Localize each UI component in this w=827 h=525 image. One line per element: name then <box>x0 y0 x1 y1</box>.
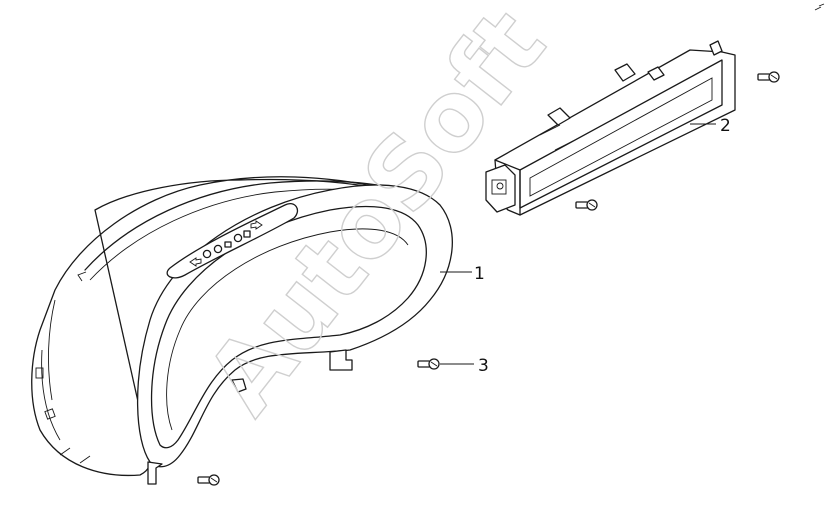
screw-icon <box>197 474 220 486</box>
callout-label-2: 2 <box>720 116 731 136</box>
corner-mark <box>814 3 825 11</box>
cluster-mount-tab-mid <box>231 378 247 393</box>
callout-label-3: 3 <box>478 356 489 376</box>
screw-icon <box>757 71 780 83</box>
cluster-mount-tab-bottom <box>329 349 353 371</box>
telltale-icons <box>189 220 263 267</box>
screw-icon <box>417 358 440 370</box>
watermark-text: AutoSoft <box>185 0 567 434</box>
display-module-part-2 <box>485 40 736 216</box>
display-connector <box>485 164 516 213</box>
display-clip-2 <box>614 63 636 82</box>
display-clip-1 <box>547 107 571 126</box>
display-clip-4 <box>709 40 723 56</box>
cluster-lens <box>150 205 427 449</box>
callout-label-1: 1 <box>474 264 485 284</box>
instrument-cluster-part-1 <box>31 176 453 485</box>
cluster-mount-tab-left <box>147 461 163 485</box>
display-clip-3 <box>647 66 665 81</box>
screw-icon <box>575 199 598 211</box>
screws-part-3 <box>197 71 780 486</box>
